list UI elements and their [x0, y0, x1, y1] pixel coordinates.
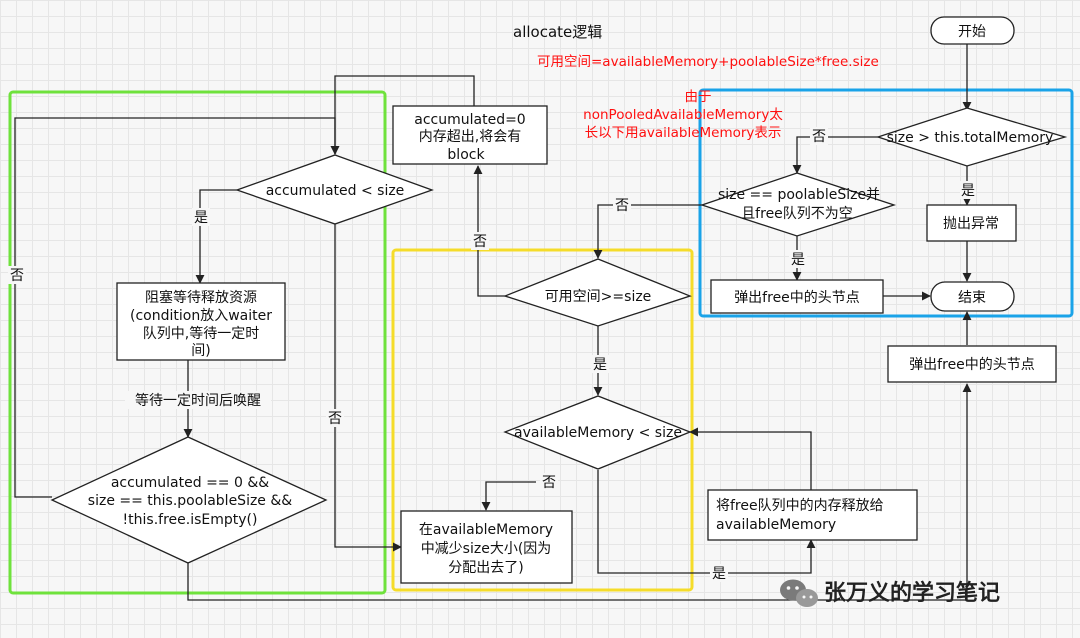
release-free-label-1: 将free队列中的内存释放给	[716, 498, 884, 514]
check-empty-label-3: !this.free.isEmpty()	[123, 512, 258, 528]
note-line-1: 由于	[685, 89, 712, 105]
label-space-no: 否	[473, 234, 487, 250]
check-empty-label-2: size == this.poolableSize &&	[88, 493, 292, 509]
label-mem-yes: 是	[712, 566, 726, 582]
accumulated-zero-label-3: block	[447, 147, 485, 163]
block-wait-box	[116, 282, 286, 361]
block-wait-label-4: 间)	[191, 343, 210, 359]
label-poolable-no: 否	[615, 198, 629, 214]
edge-mem-no	[481, 481, 536, 511]
edge-accumulated-no	[334, 224, 402, 552]
accumulated-zero-box	[392, 105, 548, 165]
check-empty-label-1: accumulated == 0 &&	[111, 475, 269, 491]
check-available-space-label: 可用空间>=size	[545, 289, 652, 305]
accumulated-zero-label-1: accumulated=0	[414, 112, 525, 128]
edge-bottom-to-pop-free	[187, 383, 972, 601]
label-space-yes: 是	[593, 357, 607, 373]
edge-mem-yes	[597, 470, 816, 574]
end-label: 结束	[958, 290, 986, 306]
label-poolable-yes: 是	[791, 252, 805, 268]
edge-poolable-no	[593, 204, 702, 259]
check-total-memory-label: size > this.totalMemory	[887, 130, 1054, 146]
label-wake-after-wait: 等待一定时间后唤醒	[135, 392, 261, 409]
release-free-label-2: availableMemory	[716, 517, 836, 533]
edge-total-no	[792, 136, 878, 174]
watermark-text: 张万义的学习笔记	[824, 580, 1000, 606]
check-available-memory-diamond	[503, 395, 692, 470]
check-poolable-label-1: size == poolableSize并	[718, 187, 880, 203]
edge-zero-to-accumulated-check	[330, 75, 475, 155]
check-poolable-label-2: 且free队列不为空	[741, 206, 853, 222]
diagram-title: allocate逻辑	[513, 23, 602, 41]
edge-space-no	[473, 165, 505, 297]
note-available-formula: 可用空间=availableMemory+poolableSize*free.s…	[537, 54, 879, 70]
check-empty-diamond	[50, 436, 328, 564]
release-free-box	[707, 489, 918, 541]
accumulated-zero-label-2: 内存超出,将会有	[419, 129, 521, 145]
yellow-group-box	[391, 248, 694, 592]
pop-free-head-box-1	[710, 279, 884, 314]
reduce-memory-label-2: 中减少size大小(因为	[421, 541, 552, 557]
green-group-box	[8, 90, 387, 595]
check-accumulated-diamond	[235, 154, 434, 225]
label-empty-no: 否	[10, 268, 24, 284]
throw-exception-label: 抛出异常	[943, 216, 999, 232]
check-accumulated-label: accumulated < size	[266, 183, 405, 199]
check-available-memory-label: availableMemory < size	[514, 425, 682, 441]
block-wait-label-2: (condition放入waiter	[130, 308, 272, 324]
label-mem-no: 否	[542, 475, 556, 491]
label-total-yes: 是	[961, 183, 975, 199]
block-wait-label-1: 阻塞等待释放资源	[145, 289, 257, 306]
reduce-memory-label-1: 在availableMemory	[419, 522, 553, 538]
edge-release-loop	[689, 427, 812, 490]
note-line-2: nonPooledAvailableMemory太	[583, 107, 783, 123]
wechat-icon	[780, 579, 818, 607]
check-available-space-diamond	[503, 258, 692, 327]
label-total-no: 否	[812, 129, 826, 145]
end-node	[930, 281, 1015, 312]
pop-free-head-label-2: 弹出free中的头节点	[909, 357, 1035, 373]
edge-empty-no-loop	[14, 117, 340, 498]
blue-group-box	[698, 88, 1074, 318]
note-line-3: 长以下用availableMemory表示	[585, 125, 782, 141]
check-poolable-diamond	[699, 172, 897, 237]
reduce-memory-box	[400, 510, 573, 584]
pop-free-head-label-1: 弹出free中的头节点	[734, 290, 860, 306]
throw-exception-box	[926, 204, 1017, 242]
pop-free-head-box-2	[887, 345, 1057, 383]
check-total-memory-diamond	[875, 107, 1068, 167]
start-node	[930, 16, 1015, 45]
reduce-memory-label-3: 分配出去了)	[448, 560, 523, 576]
edge-accumulated-yes	[195, 189, 237, 284]
label-accumulated-no: 否	[328, 411, 342, 427]
start-label: 开始	[958, 24, 986, 40]
label-accumulated-yes: 是	[194, 210, 208, 226]
block-wait-label-3: 队列中,等待一定时	[143, 325, 259, 342]
